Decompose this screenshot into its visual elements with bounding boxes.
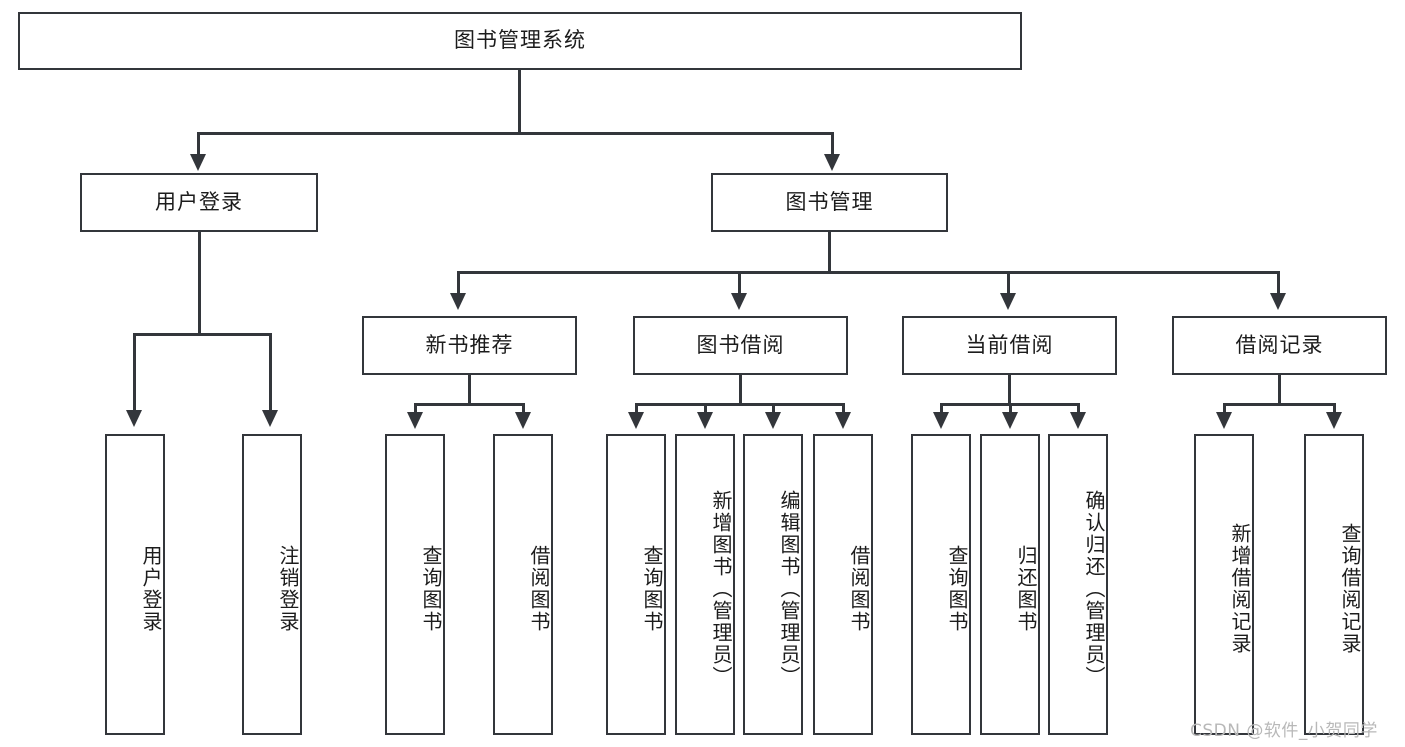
- leaf-label: 用户登录: [139, 544, 163, 633]
- edge-book-borrow-drop-2: [704, 403, 707, 415]
- leaf-borrow-records-add[interactable]: 新增借阅记录: [1194, 434, 1254, 735]
- leaf-borrow-records-query[interactable]: 查询借阅记录: [1304, 434, 1364, 735]
- edge-new-book-drop-2: [522, 403, 525, 415]
- edge-user-login-drop-2: [269, 333, 272, 413]
- arrow-new-book-leaf-1: [407, 412, 423, 429]
- edge-root-to-book-mgmt: [831, 132, 834, 157]
- arrow-to-current-borrow: [1000, 293, 1016, 310]
- arrow-root-to-user-login: [190, 154, 206, 171]
- edge-borrow-records-bar: [1223, 403, 1336, 406]
- arrow-user-login-leaf-2: [262, 410, 278, 427]
- arrow-borrow-records-leaf-2: [1326, 412, 1342, 429]
- edge-book-borrow-drop-4: [842, 403, 845, 415]
- edge-current-borrow-drop-2: [1009, 403, 1012, 415]
- arrow-book-borrow-leaf-2: [697, 412, 713, 429]
- leaf-label: 查询借阅记录: [1338, 522, 1362, 655]
- edge-book-mgmt-drop-1: [457, 271, 460, 296]
- edge-root-stem: [518, 70, 521, 134]
- edge-current-borrow-stem: [1008, 375, 1011, 405]
- arrow-to-book-borrow: [731, 293, 747, 310]
- edge-borrow-records-drop-1: [1223, 403, 1226, 415]
- arrow-root-to-book-mgmt: [824, 154, 840, 171]
- leaf-book-borrow-add[interactable]: 新增图书（管理员）: [675, 434, 735, 735]
- edge-root-bar: [197, 132, 834, 135]
- arrow-book-borrow-leaf-3: [765, 412, 781, 429]
- arrow-current-borrow-leaf-3: [1070, 412, 1086, 429]
- leaf-book-borrow-query[interactable]: 查询图书: [606, 434, 666, 735]
- leaf-label: 新增借阅记录: [1228, 522, 1252, 655]
- leaf-current-borrow-confirm-return[interactable]: 确认归还（管理员）: [1048, 434, 1108, 735]
- edge-borrow-records-stem: [1278, 375, 1281, 405]
- leaf-label: 确认归还（管理员）: [1082, 489, 1106, 688]
- edge-user-login-bar: [133, 333, 272, 336]
- leaf-user-login-login[interactable]: 用户登录: [105, 434, 165, 735]
- arrow-user-login-leaf-1: [126, 410, 142, 427]
- node-current-borrow[interactable]: 当前借阅: [902, 316, 1117, 375]
- edge-root-to-user-login: [197, 132, 200, 157]
- edge-borrow-records-drop-2: [1333, 403, 1336, 415]
- leaf-label: 查询图书: [419, 544, 443, 633]
- arrow-to-new-book-recommend: [450, 293, 466, 310]
- arrow-book-borrow-leaf-4: [835, 412, 851, 429]
- node-book-borrow[interactable]: 图书借阅: [633, 316, 848, 375]
- node-borrow-records[interactable]: 借阅记录: [1172, 316, 1387, 375]
- leaf-new-book-query[interactable]: 查询图书: [385, 434, 445, 735]
- arrow-to-borrow-records: [1270, 293, 1286, 310]
- arrow-current-borrow-leaf-1: [933, 412, 949, 429]
- arrow-borrow-records-leaf-1: [1216, 412, 1232, 429]
- node-new-book-recommend[interactable]: 新书推荐: [362, 316, 577, 375]
- edge-book-mgmt-drop-2: [738, 271, 741, 296]
- leaf-label: 查询图书: [640, 544, 664, 633]
- leaf-label: 归还图书: [1014, 544, 1038, 633]
- node-root-system[interactable]: 图书管理系统: [18, 12, 1022, 70]
- edge-user-login-drop-1: [133, 333, 136, 413]
- arrow-book-borrow-leaf-1: [628, 412, 644, 429]
- leaf-book-borrow-borrow[interactable]: 借阅图书: [813, 434, 873, 735]
- leaf-label: 注销登录: [276, 544, 300, 633]
- edge-book-borrow-drop-3: [772, 403, 775, 415]
- edge-book-mgmt-drop-4: [1277, 271, 1280, 296]
- leaf-label: 借阅图书: [847, 544, 871, 633]
- edge-current-borrow-drop-1: [940, 403, 943, 415]
- edge-book-mgmt-bar: [457, 271, 1280, 274]
- edge-new-book-bar: [414, 403, 525, 406]
- leaf-label: 查询图书: [945, 544, 969, 633]
- arrow-new-book-leaf-2: [515, 412, 531, 429]
- edge-user-login-stem: [198, 232, 201, 335]
- edge-book-borrow-bar: [635, 403, 845, 406]
- leaf-label: 编辑图书（管理员）: [777, 489, 801, 688]
- leaf-new-book-borrow[interactable]: 借阅图书: [493, 434, 553, 735]
- edge-book-mgmt-stem: [828, 232, 831, 274]
- edge-new-book-drop-1: [414, 403, 417, 415]
- leaf-label: 新增图书（管理员）: [709, 489, 733, 688]
- node-user-login[interactable]: 用户登录: [80, 173, 318, 232]
- leaf-book-borrow-edit[interactable]: 编辑图书（管理员）: [743, 434, 803, 735]
- edge-book-borrow-drop-1: [635, 403, 638, 415]
- edge-book-mgmt-drop-3: [1007, 271, 1010, 296]
- node-book-management[interactable]: 图书管理: [711, 173, 948, 232]
- edge-current-borrow-drop-3: [1077, 403, 1080, 415]
- leaf-label: 借阅图书: [527, 544, 551, 633]
- leaf-user-login-logout[interactable]: 注销登录: [242, 434, 302, 735]
- arrow-current-borrow-leaf-2: [1002, 412, 1018, 429]
- edge-new-book-stem: [468, 375, 471, 405]
- leaf-current-borrow-query[interactable]: 查询图书: [911, 434, 971, 735]
- csdn-watermark: CSDN @软件_小贺同学: [1190, 721, 1378, 741]
- edge-book-borrow-stem: [739, 375, 742, 405]
- leaf-current-borrow-return[interactable]: 归还图书: [980, 434, 1040, 735]
